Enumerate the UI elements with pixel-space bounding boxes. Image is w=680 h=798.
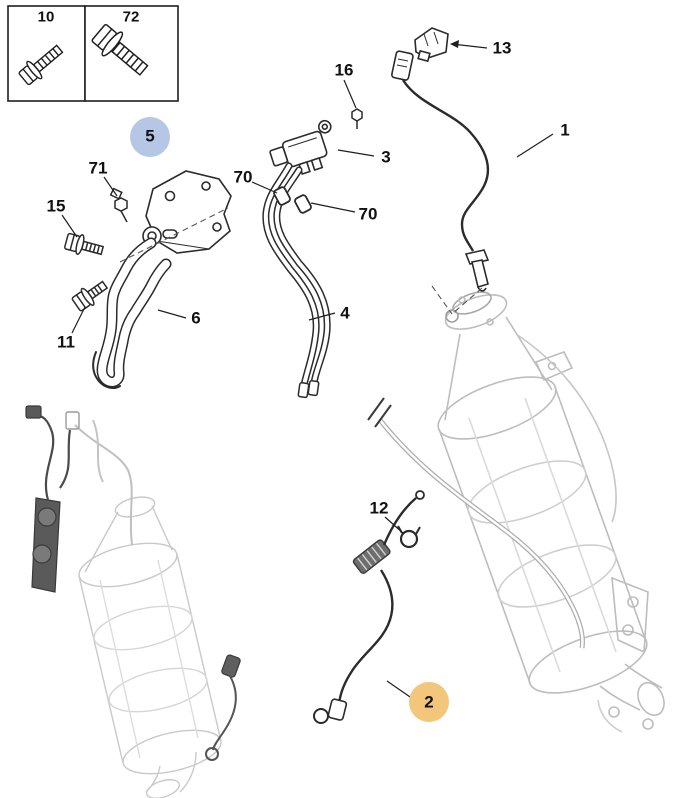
callout-70a[interactable]: 70 (233, 167, 253, 187)
leader-lines (61, 40, 554, 700)
grommets-drawing (273, 186, 312, 214)
callout-15[interactable]: 15 (46, 196, 66, 216)
ghost-assembly-drawing (65, 411, 222, 798)
bracket-6-drawing (92, 237, 172, 389)
ghost-sensor-bracket-drawing (25, 405, 72, 593)
callout-12[interactable]: 12 (369, 498, 389, 518)
callout-71[interactable]: 71 (88, 158, 108, 178)
bolt-11-drawing (71, 280, 109, 312)
callout-11[interactable]: 11 (57, 332, 75, 352)
callout-70b[interactable]: 70 (358, 204, 378, 224)
stud-71-drawing (109, 187, 128, 223)
callout-2[interactable]: 2 (424, 692, 434, 712)
corrugated-sleeve-drawing (352, 539, 391, 574)
pressure-pipe-drawing (367, 397, 585, 649)
legend-label-72[interactable]: 72 (122, 8, 140, 26)
callout-16[interactable]: 16 (334, 60, 354, 80)
callout-1[interactable]: 1 (560, 120, 570, 140)
legend-bolt-72-drawing (91, 23, 149, 76)
legend-boxes (7, 5, 179, 102)
clip-13-drawing (414, 27, 449, 63)
dpf-unit-drawing (437, 291, 665, 733)
legend-label-10[interactable]: 10 (37, 8, 55, 26)
highlight-part-5 (130, 117, 170, 157)
bolt-15-drawing (64, 232, 105, 256)
highlight-part-2 (409, 682, 449, 722)
oxygen-sensor-drawing (391, 50, 490, 292)
pressure-sensor-drawing (269, 119, 332, 176)
callout-4[interactable]: 4 (340, 303, 350, 323)
callout-5[interactable]: 5 (145, 126, 155, 146)
nut-16-drawing (351, 108, 363, 129)
temp-sensor-cable-drawing (313, 490, 425, 724)
clamp-12-drawing (397, 525, 421, 549)
ghost-temp-sensor-drawing (205, 654, 241, 761)
legend-bolt-10-drawing (18, 44, 64, 86)
callout-6[interactable]: 6 (191, 308, 201, 328)
alignment-dashes (119, 207, 483, 315)
bracket-5-drawing (142, 170, 232, 254)
callout-3[interactable]: 3 (381, 147, 391, 167)
callout-13[interactable]: 13 (492, 38, 512, 58)
